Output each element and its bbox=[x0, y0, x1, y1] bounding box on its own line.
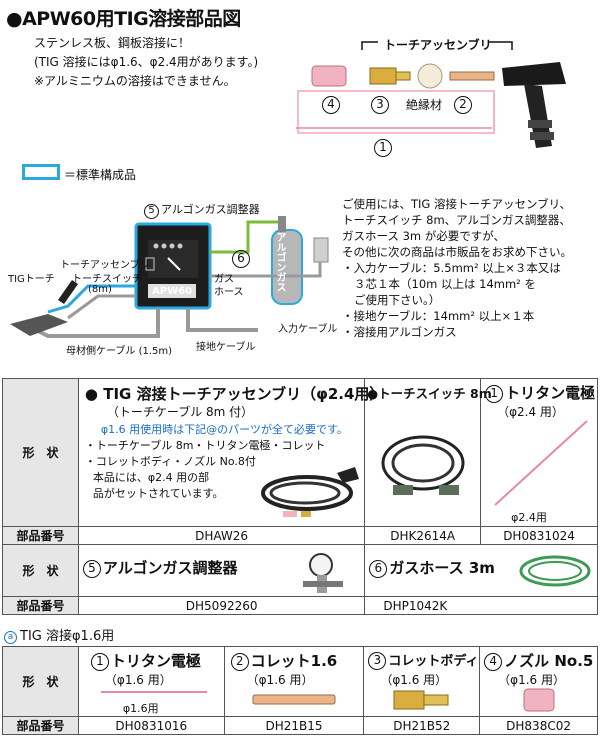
note-line: ・入力ケーブル：5.5mm² 以上×３本又は bbox=[342, 261, 561, 275]
part-number-dh21b52: DH21B52 bbox=[363, 716, 481, 735]
note-line: その他に次の商品は市販品をお求め下さい。 bbox=[342, 245, 572, 259]
part-number-dh21b15: DH21B15 bbox=[223, 716, 365, 735]
torch-assembly-label: トーチアッセンブリ bbox=[384, 38, 492, 52]
header-line-1: ステンレス板、鋼板溶接に！ bbox=[34, 36, 191, 50]
header-line-3: ※アルミニウムの溶接はできません。 bbox=[34, 74, 236, 88]
collet-spec: （φ1.6 用） bbox=[246, 673, 314, 687]
part-number-dh0831016: DH0831016 bbox=[77, 716, 225, 735]
standard-component-legend-box bbox=[22, 164, 60, 180]
torch-switch-cell: ●トーチスイッチ 8m bbox=[364, 378, 492, 527]
part-number-dh0831024: DH0831024 bbox=[480, 526, 598, 545]
collet-image bbox=[252, 694, 336, 705]
electrode-rod-image bbox=[494, 420, 588, 506]
torch-asm-title: ● TIG 溶接トーチアッセンブリ（φ2.4用） bbox=[84, 385, 385, 403]
usage-notes: ご使用には、TIG 溶接トーチアッセンブリ、 トーチスイッチ 8m、アルゴンガス… bbox=[342, 196, 598, 340]
bullet-icon: ● bbox=[6, 8, 23, 30]
note-line: ガスホース 3m が必要ですが、 bbox=[342, 229, 506, 243]
note-line: ３芯１本（10m 以上は 14mm² を bbox=[354, 277, 536, 291]
torch-assembly-cell: ● TIG 溶接トーチアッセンブリ（φ2.4用） （トーチケーブル 8m 付） … bbox=[77, 378, 384, 527]
ground-cable-label: 接地ケーブル bbox=[196, 342, 256, 353]
torch-cable-image bbox=[260, 467, 359, 517]
note-line: ・溶接用アルゴンガス bbox=[342, 325, 457, 339]
legend-label: ＝標準構成品 bbox=[64, 168, 137, 182]
header-line-2: (TIG 溶接にはφ1.6、φ2.4用があります。) bbox=[34, 55, 259, 69]
torch-assembly-diagram bbox=[296, 41, 566, 148]
included-items-1: ・トーチケーブル 8m・トリタン電極・コレット bbox=[84, 439, 326, 452]
gas-hose-image bbox=[519, 555, 591, 587]
welder-setup-diagram bbox=[10, 216, 329, 338]
input-cable-label: 入力ケーブル bbox=[278, 324, 338, 335]
torch-switch-label: トーチスイッチ bbox=[72, 274, 142, 285]
part-number-header: 部品番号 bbox=[2, 716, 79, 735]
regulator-image bbox=[302, 553, 343, 593]
part-number-2: 2 bbox=[454, 94, 474, 114]
torch-cable-note: （トーチケーブル 8m 付） bbox=[106, 405, 254, 419]
torch-switch-title: ●トーチスイッチ 8m bbox=[367, 386, 492, 401]
num-6-label: 6 bbox=[232, 248, 252, 268]
part-number-1: 1 bbox=[374, 137, 394, 157]
tig-torch-label: TIGトーチ bbox=[8, 274, 55, 285]
included-note-2: 品がセットされています。 bbox=[92, 487, 224, 500]
electrode-16-image bbox=[100, 691, 207, 693]
collet-body-spec: （φ1.6 用） bbox=[380, 673, 448, 687]
part-number-header: 部品番号 bbox=[2, 596, 79, 615]
torch-asm-label: トーチアッセンブリ bbox=[60, 260, 150, 271]
electrode-24-size: φ2.4用 bbox=[511, 511, 547, 524]
electrode-16-size: φ1.6用 bbox=[122, 702, 159, 715]
torch-switch-image bbox=[381, 435, 465, 495]
electrode-24-spec: （φ2.4 用） bbox=[497, 405, 564, 419]
part-number-dh5092260: DH5092260 bbox=[77, 596, 366, 615]
page-title: ●APW60用TIG溶接部品図 bbox=[6, 8, 241, 30]
note-line: ・接地ケーブル：14mm² 以上×１本 bbox=[342, 309, 535, 323]
note-line: ご使用には、TIG 溶接トーチアッセンブリ、 bbox=[342, 197, 571, 211]
note-line: ご使用下さい。） bbox=[354, 293, 441, 307]
shape-header: 形 状 bbox=[2, 646, 79, 717]
collet-body-image bbox=[393, 690, 449, 710]
nozzle-spec: （φ1.6 用） bbox=[498, 673, 565, 687]
shape-header: 形 状 bbox=[2, 378, 79, 527]
included-note-1: 本品には、φ2.4 用の部 bbox=[92, 471, 210, 484]
note-line: トーチスイッチ 8m、アルゴンガス調整器、 bbox=[342, 213, 571, 227]
welder-model-label: APW60 bbox=[152, 286, 193, 297]
part-number-dhk2614a: DHK2614A bbox=[364, 526, 482, 545]
gas-hose-label-2: ホース bbox=[214, 287, 244, 298]
part-number-dh838c02: DH838C02 bbox=[479, 716, 598, 735]
insulator-label: 絶縁材 bbox=[406, 98, 443, 112]
part-number-4: 4 bbox=[322, 94, 342, 114]
parts-table-1: 形 状 ● TIG 溶接トーチアッセンブリ（φ2.4用） （トーチケーブル 8m… bbox=[2, 378, 598, 545]
base-cable-label: 母材側ケーブル (1.5m) bbox=[66, 346, 173, 357]
nozzle-image bbox=[523, 688, 555, 712]
torch-switch-length: (8m) bbox=[88, 284, 112, 295]
part-number-header: 部品番号 bbox=[2, 526, 79, 545]
included-items-2: ・コレットボディ・ノズル No.8付 bbox=[84, 455, 256, 468]
electrode-16-spec: （φ1.6 用） bbox=[104, 673, 172, 687]
part-number-3: 3 bbox=[371, 94, 391, 114]
gas-hose-label-1: ガス bbox=[214, 274, 234, 285]
part-number-dhp1042k: DHP1042K bbox=[364, 596, 598, 615]
part-number-dhaw26: DHAW26 bbox=[77, 526, 366, 545]
phi16-note: φ1.6 用使用時は下記@のパーツが全て必要です。 bbox=[100, 423, 348, 436]
shape-header: 形 状 bbox=[2, 544, 79, 597]
argon-gas-label: アルゴンガス bbox=[274, 232, 285, 292]
